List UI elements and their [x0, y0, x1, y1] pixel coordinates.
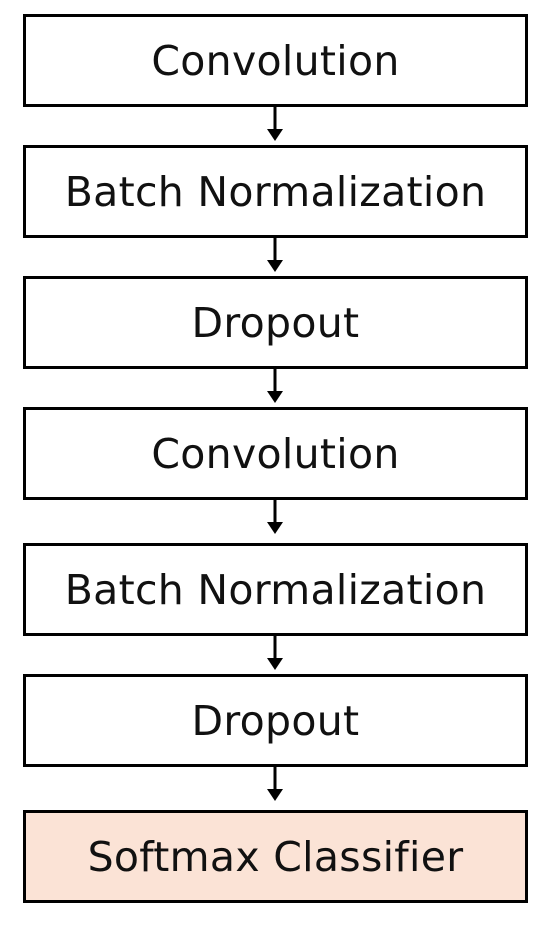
node-batch-normalization-1: Batch Normalization [23, 145, 528, 238]
node-label: Batch Normalization [64, 565, 487, 614]
node-label: Softmax Classifier [87, 832, 464, 881]
arrow-down-icon [262, 107, 288, 143]
arrow-down-icon [262, 636, 288, 672]
arrow-down-icon [262, 767, 288, 803]
node-softmax-classifier: Softmax Classifier [23, 810, 528, 903]
node-label: Dropout [191, 298, 360, 347]
node-label: Convolution [151, 36, 400, 85]
arrow-down-icon [262, 369, 288, 405]
node-label: Dropout [191, 696, 360, 745]
node-convolution-2: Convolution [23, 407, 528, 500]
node-dropout-1: Dropout [23, 276, 528, 369]
node-label: Convolution [151, 429, 400, 478]
node-label: Batch Normalization [64, 167, 487, 216]
node-batch-normalization-2: Batch Normalization [23, 543, 528, 636]
node-dropout-2: Dropout [23, 674, 528, 767]
arrow-down-icon [262, 238, 288, 274]
arrow-down-icon [262, 500, 288, 536]
node-convolution-1: Convolution [23, 14, 528, 107]
